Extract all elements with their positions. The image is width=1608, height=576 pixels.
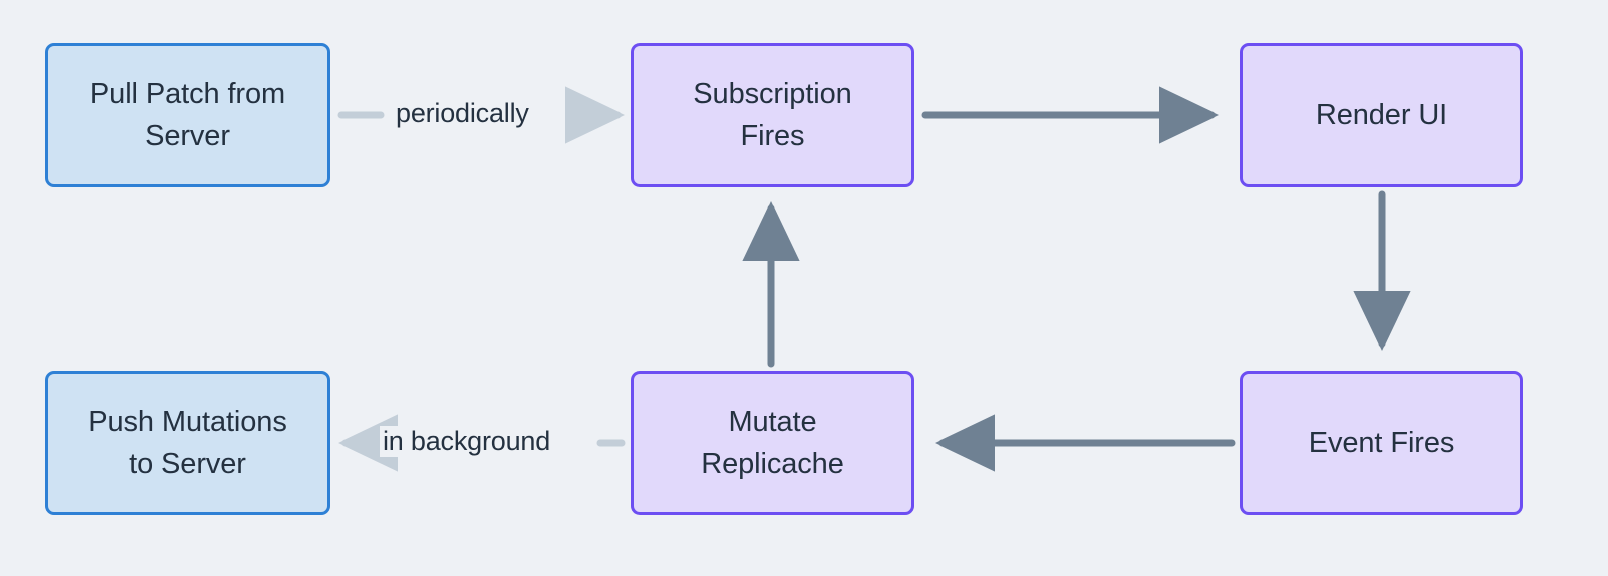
node-label: Event Fires	[1308, 426, 1455, 459]
node-label: Render UI	[1315, 98, 1448, 131]
node-mutate-replicache[interactable]: Mutate Replicache	[631, 371, 914, 515]
node-label: Mutate Replicache	[701, 405, 844, 480]
node-render-ui[interactable]: Render UI	[1240, 43, 1523, 187]
edge-label-periodically: periodically	[393, 98, 532, 129]
node-pull-patch-from-server[interactable]: Pull Patch from Server	[45, 43, 330, 187]
node-label: Push Mutations to Server	[88, 405, 287, 480]
node-event-fires[interactable]: Event Fires	[1240, 371, 1523, 515]
node-push-mutations-to-server[interactable]: Push Mutations to Server	[45, 371, 330, 515]
node-subscription-fires[interactable]: Subscription Fires	[631, 43, 914, 187]
edge-label-in-background: in background	[380, 426, 554, 457]
node-label: Subscription Fires	[693, 77, 852, 152]
node-label: Pull Patch from Server	[89, 77, 286, 152]
